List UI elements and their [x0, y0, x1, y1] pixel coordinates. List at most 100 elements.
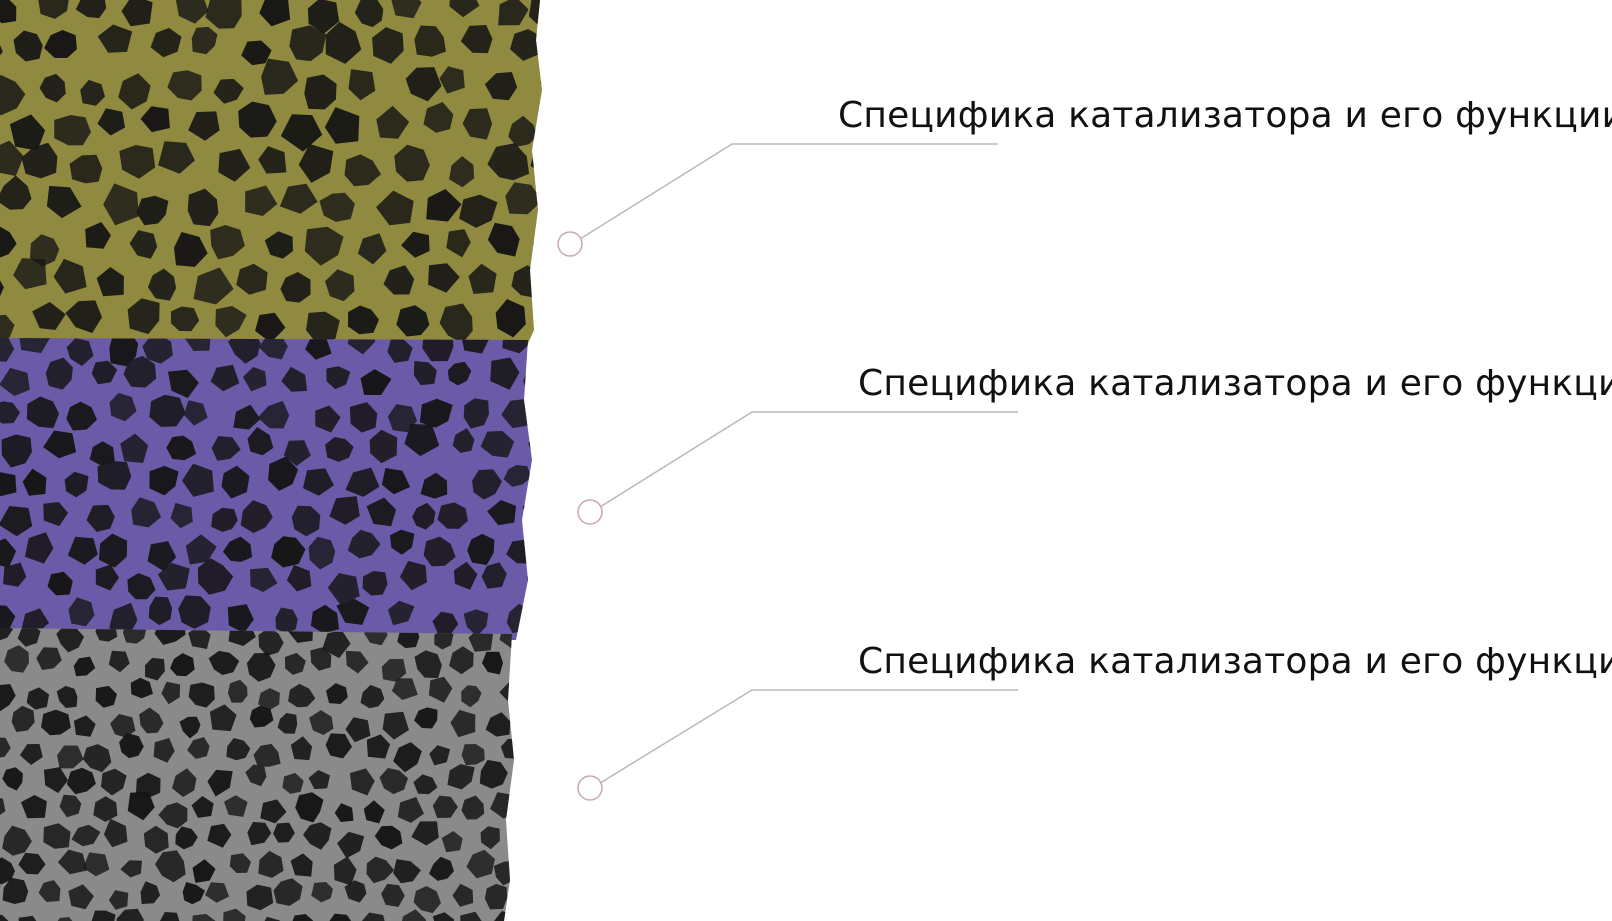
foam-pore [93, 796, 118, 822]
foam-pore [310, 604, 339, 634]
foam-pore [108, 650, 130, 673]
foam-pore [428, 263, 460, 293]
foam-pore [26, 687, 50, 710]
foam-pore [228, 628, 256, 646]
foam-pore [188, 682, 215, 708]
foam-pore [207, 769, 233, 797]
foam-pore [303, 822, 332, 850]
foam-pore [9, 114, 46, 151]
foam-pore [479, 759, 508, 789]
foam-pore [258, 338, 288, 360]
foam-pore [0, 538, 17, 568]
foam-pore [460, 25, 493, 54]
foam-pore [298, 143, 334, 183]
foam-pore [374, 825, 403, 850]
foam-pore [221, 465, 250, 499]
foam-pore [47, 571, 73, 596]
foam-pore [306, 311, 340, 344]
foam-pore [109, 392, 137, 422]
foam-pore [327, 573, 360, 605]
foam-pore [258, 146, 287, 174]
foam-pore [0, 506, 33, 537]
foam-pore [226, 738, 251, 761]
foam-pore [43, 430, 77, 459]
foam-pore [261, 58, 299, 95]
foam-pore [13, 258, 47, 290]
foam-pore [414, 25, 446, 57]
foam-pore [116, 908, 144, 921]
foam-pore [412, 502, 436, 530]
foam-pore [281, 366, 308, 392]
foam-pore [191, 913, 218, 921]
foam-pore [310, 647, 332, 671]
foam-pore [258, 850, 284, 878]
foam-pore [29, 234, 60, 267]
foam-pore [179, 716, 201, 739]
foam-pore [401, 231, 430, 258]
foam-pore [97, 461, 132, 490]
foam-pore [158, 802, 188, 829]
foam-pore [487, 143, 530, 181]
foam-pore [282, 772, 304, 794]
foam-pore [348, 69, 376, 101]
foam-pore [449, 0, 480, 18]
foam-pore [326, 366, 351, 390]
foam-pore [441, 831, 463, 853]
foam-pore [223, 908, 246, 921]
foam-pore [387, 404, 418, 433]
foam-sample-image [0, 0, 542, 921]
foam-pore [390, 0, 422, 19]
foam-pore [170, 653, 195, 677]
foam-pore [140, 106, 170, 133]
foam-pore [381, 468, 411, 495]
foam-pore [129, 230, 158, 259]
foam-pore [2, 767, 23, 791]
foam-pore [387, 600, 415, 626]
foam-pore [120, 433, 149, 463]
foam-pore [66, 401, 97, 431]
foam-pore [463, 398, 489, 429]
foam-pore [480, 826, 500, 850]
foam-pore [11, 705, 35, 732]
foam-pore [439, 66, 465, 94]
foam-pore [191, 26, 218, 55]
foam-pore [354, 0, 384, 28]
foam-pore [315, 405, 341, 433]
foam-pore [413, 774, 438, 795]
foam-pore [43, 767, 68, 794]
foam-pore [211, 436, 241, 461]
foam-pore [326, 683, 348, 704]
foam-pore [161, 681, 181, 705]
foam-pore [357, 233, 387, 265]
foam-pore [383, 265, 415, 295]
foam-pore [131, 497, 161, 528]
foam-pore [119, 145, 156, 179]
foam-pore [363, 800, 385, 824]
foam-pore [208, 650, 240, 675]
callout-3-marker [577, 775, 603, 801]
foam-pore [19, 744, 43, 765]
foam-pore [485, 712, 511, 737]
foam-pore [284, 652, 306, 675]
foam-pore [508, 115, 538, 147]
foam-pore [82, 744, 112, 773]
callout-1-marker [557, 231, 583, 257]
foam-pore [390, 529, 415, 555]
foam-pore [369, 429, 398, 464]
foam-pore [324, 107, 360, 144]
foam-pore [0, 605, 16, 630]
foam-pore [329, 496, 360, 525]
foam-pore [247, 821, 272, 846]
foam-pore [429, 745, 451, 766]
foam-pore [89, 441, 115, 466]
foam-pore [227, 679, 248, 703]
foam-pore [209, 704, 237, 732]
foam-pore [487, 500, 517, 526]
callout-1-label: Специфика катализатора и его функции [838, 95, 1612, 136]
foam-pore [279, 183, 318, 214]
foam-pore [325, 21, 362, 64]
foam-pore [397, 797, 424, 823]
foam-pore [290, 736, 313, 761]
foam-pore [187, 188, 219, 227]
foam-pore [97, 24, 133, 53]
